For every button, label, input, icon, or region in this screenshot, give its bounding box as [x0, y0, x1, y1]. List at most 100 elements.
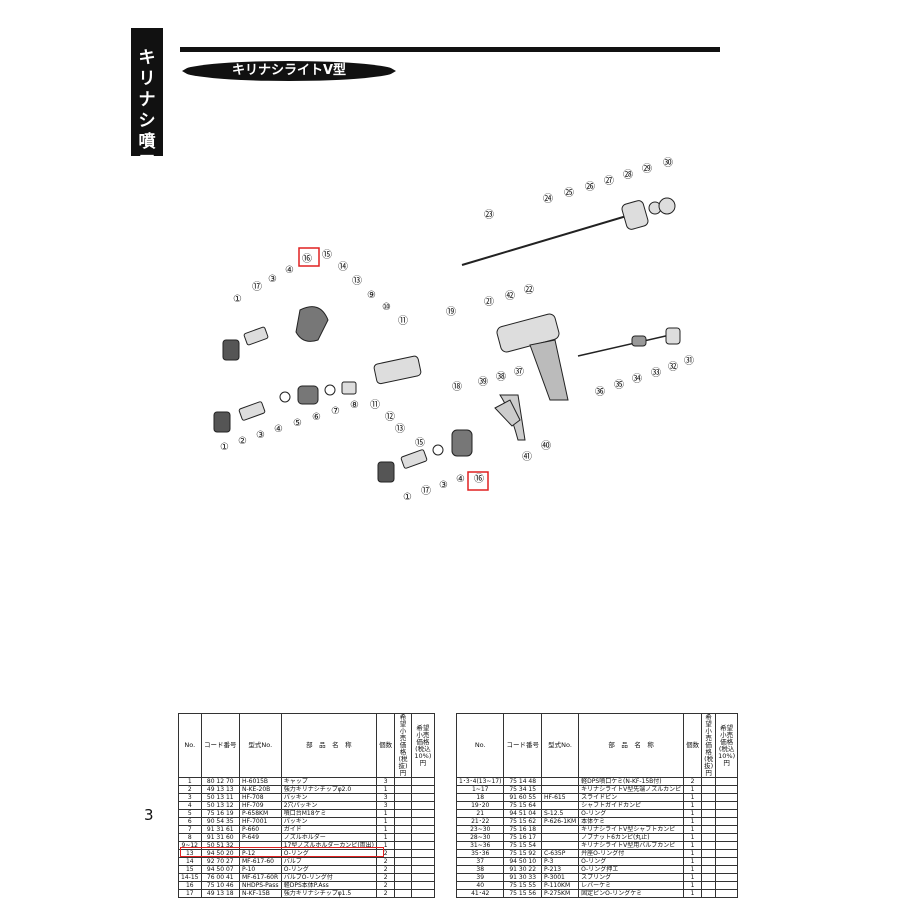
table-cell: 75 16 19: [200, 809, 240, 818]
table-cell: 50 13 12: [200, 801, 240, 810]
table-cell: P-660: [238, 825, 282, 834]
table-cell: [394, 865, 412, 874]
side-tab-char: 噴: [138, 132, 156, 152]
table-cell: 75 15 56: [503, 889, 542, 898]
table-cell: [715, 785, 739, 794]
table-cell: 噴口台M18ケミ: [280, 809, 378, 818]
table-cell: [410, 889, 436, 898]
table-cell: [410, 833, 436, 842]
table-cell: 75 15 92: [503, 849, 542, 858]
table-header-row: No. コード番号 型式No. 部 品 名 称 個数 希望小売価格(税抜)円 希…: [178, 713, 436, 778]
table-cell: 17: [178, 889, 202, 898]
table-cell: [715, 833, 739, 842]
side-tab-char: リ: [138, 69, 156, 89]
table-cell: 2: [376, 873, 396, 882]
callout: ⑬: [352, 275, 362, 287]
table-cell: P-658KM: [238, 809, 282, 818]
callout: ③: [439, 480, 448, 491]
table-cell: 1: [376, 817, 396, 826]
table-cell: [701, 865, 717, 874]
table-cell: 40: [455, 881, 505, 890]
table-cell: [701, 785, 717, 794]
table-cell: 19･20: [455, 801, 505, 810]
table-cell: 92 70 27: [200, 857, 240, 866]
table-cell: HF-708: [238, 793, 282, 802]
table-cell: 2穴パッキン: [280, 801, 378, 810]
table-cell: 94 51 04: [503, 809, 542, 818]
table-cell: P-213: [540, 865, 580, 874]
table-cell: 90 54 35: [200, 817, 240, 826]
table-cell: [394, 801, 412, 810]
table-cell: HF-615: [540, 793, 580, 802]
table-cell: 1: [683, 833, 703, 842]
table-cell: 91 60 55: [503, 793, 542, 802]
table-cell: パッキン: [280, 793, 378, 802]
table-cell: 75 10 46: [200, 881, 240, 890]
callout: ㊵: [541, 440, 551, 452]
table-cell: キャップ: [280, 777, 378, 786]
table-cell: 3: [376, 793, 396, 802]
callout: ①: [220, 442, 229, 453]
table-cell: [701, 857, 717, 866]
table-cell: 4: [178, 801, 202, 810]
table-cell: [715, 857, 739, 866]
table-cell: 2: [376, 889, 396, 898]
table-cell: [410, 841, 436, 850]
callout: ㉒: [524, 284, 534, 296]
table-cell: 1: [683, 873, 703, 882]
table-cell: [715, 825, 739, 834]
side-tab: キ リ ナ シ 噴 口: [131, 28, 163, 173]
table-cell: バルブ: [280, 857, 378, 866]
table-cell: 94 50 07: [200, 865, 240, 874]
table-cell: [715, 817, 739, 826]
table-cell: [394, 817, 412, 826]
callout: ㊱: [595, 386, 605, 398]
table-cell: 1: [683, 825, 703, 834]
callout: ⑫: [385, 411, 395, 423]
table-cell: HF-709: [238, 801, 282, 810]
table-cell: [715, 873, 739, 882]
table-cell: [410, 793, 436, 802]
table-cell: [715, 841, 739, 850]
callout: ⑪: [370, 399, 380, 411]
table-cell: 3: [376, 801, 396, 810]
table-cell: O-リング: [578, 857, 685, 866]
table-cell: [394, 849, 412, 858]
table-cell: [394, 881, 412, 890]
table-cell: 3: [178, 793, 202, 802]
table-cell: [540, 785, 580, 794]
table-cell: ノズルホルダー: [280, 833, 378, 842]
table-cell: P-10: [238, 865, 282, 874]
table-cell: [715, 777, 739, 786]
callout: ⑱: [452, 381, 462, 393]
callout: ㉙: [642, 163, 652, 175]
table-cell: [410, 857, 436, 866]
callout: ⑬: [395, 423, 405, 435]
table-cell: 1: [178, 777, 202, 786]
table-cell: [394, 889, 412, 898]
callout: ⑰: [421, 485, 431, 497]
table-cell: NHDPS-Pass: [238, 881, 282, 890]
table-cell: [410, 817, 436, 826]
table-cell: 1: [683, 801, 703, 810]
callout: ⑩: [382, 302, 391, 313]
callout: ㊴: [478, 376, 488, 388]
col-header: 型式No.: [540, 713, 580, 778]
table-cell: H-6015B: [238, 777, 282, 786]
callout: ㊶: [522, 451, 532, 463]
table-cell: [701, 881, 717, 890]
table-cell: 1: [683, 793, 703, 802]
table-cell: P-3: [540, 857, 580, 866]
col-header: 希望小売価格(税抜)円: [701, 713, 717, 778]
table-cell: 2: [376, 865, 396, 874]
table-cell: 1: [683, 849, 703, 858]
